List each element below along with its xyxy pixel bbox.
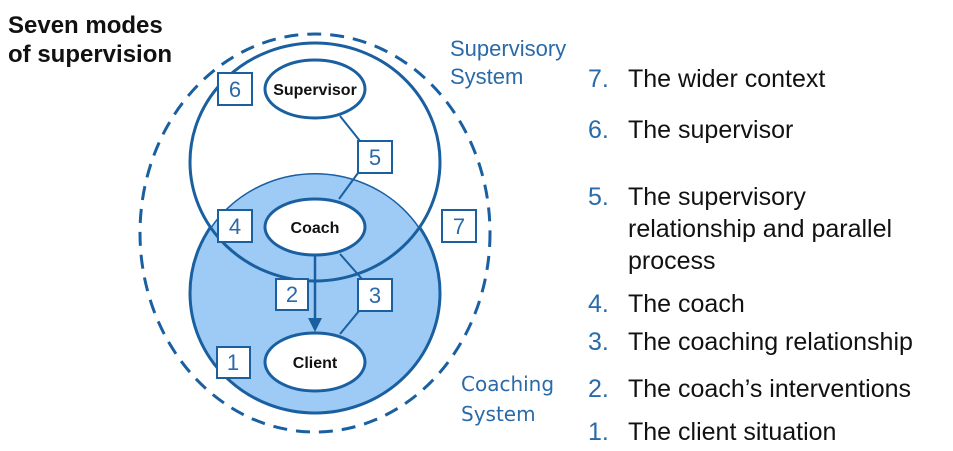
- mode-box-5: 5: [357, 140, 393, 174]
- coaching-system-label: Coaching System: [461, 372, 555, 426]
- mode-item-5: 5. The supervisory relationship and para…: [588, 181, 892, 277]
- svg-text:4: 4: [229, 214, 241, 239]
- mode-item-3: 3. The coaching relationship: [588, 326, 913, 358]
- mode-item-2: 2. The coach’s interventions: [588, 373, 911, 405]
- mode-item-4: 4. The coach: [588, 288, 745, 320]
- node-supervisor: Supervisor: [263, 58, 367, 120]
- mode-text: The supervisor: [628, 116, 794, 144]
- mode-text: The coaching relationship: [628, 328, 913, 356]
- connector-3-client: [339, 310, 360, 335]
- connector-5-coach: [338, 172, 359, 200]
- mode-box-4: 4: [217, 209, 253, 243]
- mode-item-7: 7. The wider context: [588, 63, 825, 95]
- node-client-label: Client: [293, 355, 338, 372]
- svg-text:2: 2: [286, 282, 298, 307]
- node-coach-label: Coach: [291, 220, 340, 237]
- node-coach: Coach: [263, 197, 367, 257]
- mode-text: The supervisory relationship and paralle…: [628, 183, 893, 275]
- mode-box-2: 2: [275, 278, 309, 311]
- mode-number: 3.: [588, 328, 609, 356]
- svg-text:6: 6: [229, 77, 241, 102]
- svg-text:7: 7: [453, 214, 465, 239]
- mode-number: 7.: [588, 65, 609, 93]
- mode-number: 5.: [588, 183, 609, 211]
- mode-number: 2.: [588, 375, 609, 403]
- mode-box-1: 1: [216, 346, 251, 379]
- connector-supervisor-5: [339, 115, 361, 142]
- mode-text: The wider context: [628, 65, 826, 93]
- svg-text:1: 1: [227, 350, 239, 375]
- svg-text:5: 5: [369, 145, 381, 170]
- node-client: Client: [263, 331, 367, 393]
- mode-number: 6.: [588, 116, 609, 144]
- mode-box-7: 7: [441, 209, 477, 243]
- mode-item-1: 1. The client situation: [588, 416, 836, 448]
- mode-number: 1.: [588, 418, 609, 446]
- mode-box-3: 3: [357, 278, 393, 312]
- mode-text: The coach: [628, 290, 745, 318]
- svg-text:3: 3: [369, 283, 381, 308]
- node-supervisor-label: Supervisor: [273, 82, 357, 99]
- supervisory-system-label: Supervisory System: [450, 36, 567, 89]
- connector-coach-3: [339, 253, 363, 280]
- mode-text: The coach’s interventions: [628, 375, 912, 403]
- wider-context-boundary: [138, 32, 492, 434]
- diagram-title: Seven modes of supervision: [8, 12, 173, 68]
- mode-text: The client situation: [628, 418, 837, 446]
- mode-number: 4.: [588, 290, 609, 318]
- mode-box-6: 6: [217, 72, 253, 106]
- intervention-arrow-head: [308, 318, 322, 332]
- mode-item-6: 6. The supervisor: [588, 114, 793, 146]
